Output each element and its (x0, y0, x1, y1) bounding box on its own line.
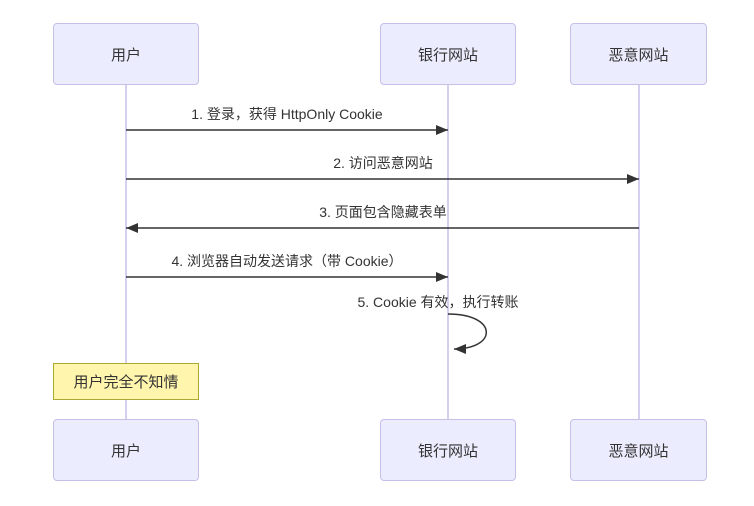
actor-bank-bottom: 银行网站 (380, 419, 516, 481)
actor-evil-top: 恶意网站 (570, 23, 707, 85)
actor-evil-top-label: 恶意网站 (608, 46, 669, 64)
actor-evil-bottom: 恶意网站 (570, 419, 707, 481)
actor-user-bottom: 用户 (53, 419, 199, 481)
actor-user-bottom-label: 用户 (110, 442, 141, 460)
note-user-unaware: 用户完全不知情 (53, 363, 199, 400)
message-5-self-loop-arrow (447, 313, 487, 354)
actor-bank-top: 银行网站 (380, 23, 516, 85)
actor-bank-top-label: 银行网站 (417, 46, 478, 64)
message-1-label: 1. 登录，获得 HttpOnly Cookie (191, 106, 383, 122)
actor-user-top: 用户 (53, 23, 199, 85)
note-user-unaware-label: 用户完全不知情 (73, 374, 179, 391)
actor-user-top-label: 用户 (110, 46, 141, 64)
actor-bank-bottom-label: 银行网站 (417, 442, 478, 460)
message-5-label: 5. Cookie 有效，执行转账 (357, 294, 519, 310)
actor-evil-bottom-label: 恶意网站 (608, 442, 669, 460)
message-2-label: 2. 访问恶意网站 (333, 155, 433, 171)
message-3-label: 3. 页面包含隐藏表单 (319, 204, 447, 220)
message-4-label: 4. 浏览器自动发送请求（带 Cookie） (171, 253, 403, 269)
